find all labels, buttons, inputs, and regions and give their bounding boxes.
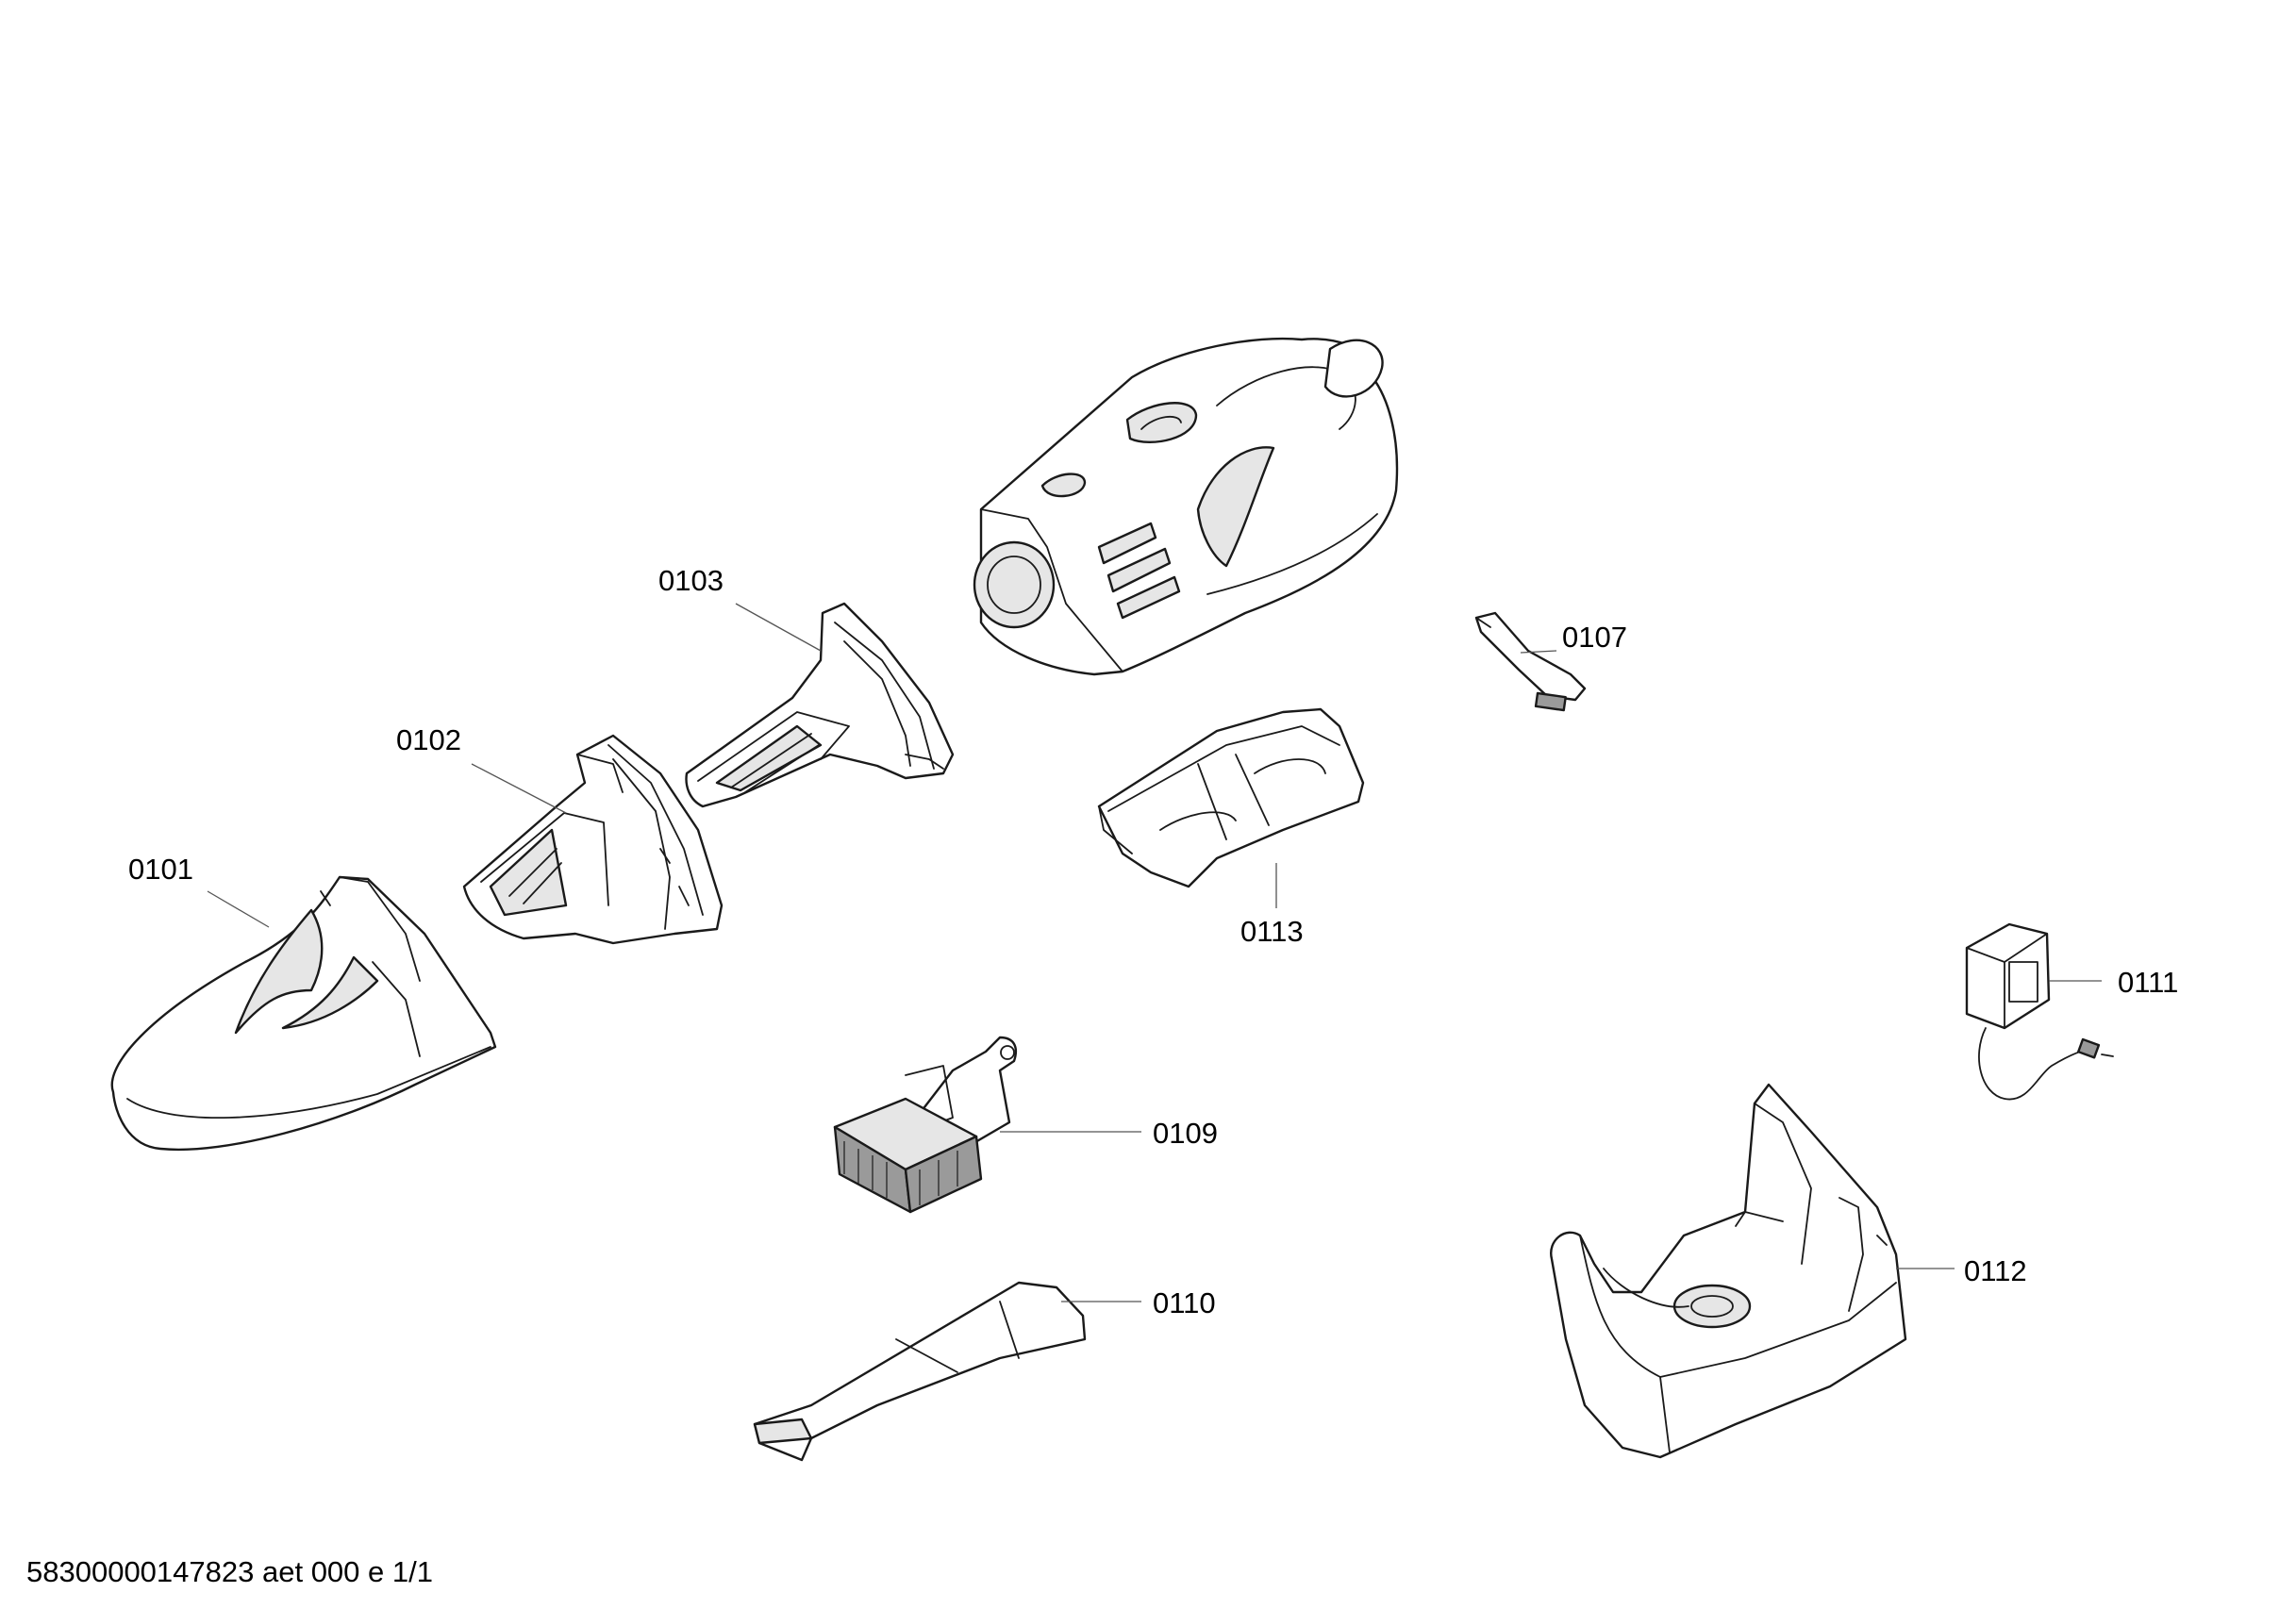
brush-bristles <box>843 1141 958 1205</box>
part-0111-power-adapter <box>1965 922 2114 1101</box>
callout-0101: 0101 <box>128 853 193 886</box>
part-0101-nozzle-cover <box>110 875 497 1152</box>
callout-0112: 0112 <box>1964 1254 2027 1287</box>
main-handheld-unit <box>973 337 1399 676</box>
part-0110-crevice-tool <box>753 1281 1087 1462</box>
part-0109-upholstery-brush <box>833 1036 1018 1214</box>
callout-0103: 0103 <box>658 564 724 597</box>
callout-0113: 0113 <box>1240 915 1304 948</box>
callout-0109: 0109 <box>1153 1117 1218 1150</box>
leader-0103 <box>735 603 822 652</box>
callout-0110: 0110 <box>1153 1286 1216 1319</box>
callout-0102: 0102 <box>396 723 461 756</box>
callout-0111: 0111 <box>2118 966 2178 999</box>
leader-0107 <box>1520 650 1557 654</box>
leader-0102 <box>471 763 567 814</box>
leader-0101 <box>207 890 270 928</box>
document-code: 5830000014​7823 aet 000 e 1/1 <box>26 1555 433 1588</box>
part-0107-cleaning-brush <box>1474 611 1587 712</box>
part-0112-charging-base <box>1550 1083 1907 1459</box>
part-0103-filter <box>685 602 955 808</box>
part-0102-filter-holder <box>462 734 724 945</box>
callout-0107: 0107 <box>1562 621 1627 654</box>
part-0113-dust-tray <box>1097 707 1365 888</box>
